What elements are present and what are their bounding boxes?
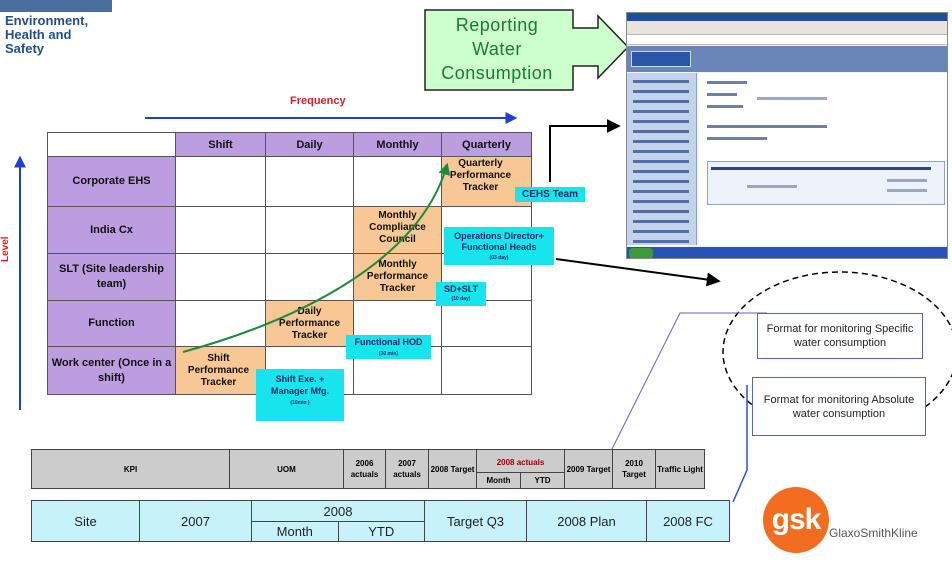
forum-monthly-compliance: Monthly Compliance Council: [353, 206, 442, 254]
forum-monthly-tracker: Monthly Performance Tracker: [353, 253, 442, 301]
forum-shift-tracker: Shift Performance Tracker: [175, 346, 266, 395]
absolute-format-connector: [732, 385, 748, 503]
actuals-month-header: Month: [477, 473, 521, 488]
ops-to-formats-connector: [555, 258, 721, 287]
tracker-to-screenshot-connector: [549, 119, 621, 182]
team-badge-duration: (10 day): [451, 296, 471, 302]
reporting-callout-line: Water: [472, 39, 522, 59]
specific-format-connector: [609, 312, 767, 454]
kpi-column-header: KPI: [31, 449, 230, 489]
year-2007-cell: 2007: [139, 500, 252, 542]
year-2008-cell: 2008 Month YTD: [251, 500, 425, 542]
ehs-manager-screenshot: [626, 12, 948, 259]
team-badge-sd-slt: SD+SLT (10 day): [436, 282, 486, 306]
target-2009-header: 2009 Target: [564, 449, 613, 489]
kpi-header-table: KPI UOM 2006 actuals 2007 actuals 2008 T…: [31, 449, 705, 489]
team-badge-shift-exe: Shift Exe. + Manager Mfg. (10min ): [256, 369, 344, 421]
forum-daily-tracker: Daily Performance Tracker: [265, 300, 354, 347]
gsk-company-name: GlaxoSmithKline: [829, 526, 918, 540]
matrix-cell: [441, 300, 532, 347]
absolute-format-label: Format for monitoring Absolute water con…: [763, 393, 915, 420]
team-badge-duration: (10min ): [290, 400, 310, 406]
ehs-logo: Environment, Health and Safety: [5, 14, 88, 56]
target-2008-header: 2008 Target: [428, 449, 477, 489]
matrix-cell: [175, 206, 266, 254]
matrix-cell: [265, 156, 354, 207]
reporting-callout-line: Consumption: [441, 63, 553, 83]
site-cell: Site: [31, 500, 140, 542]
actuals-2008-header: 2008 actuals Month YTD: [476, 449, 565, 489]
matrix-cell: [441, 346, 532, 395]
forum-quarterly-tracker: Quarterly Performance Tracker: [441, 156, 532, 207]
actuals-2007-header: 2007 actuals: [385, 449, 429, 489]
matrix-cell: [175, 156, 266, 207]
team-badge-title: SD+SLT: [443, 284, 479, 294]
year-2008-label: 2008: [252, 502, 424, 522]
team-badge-title: Functional HOD: [354, 337, 423, 347]
ehs-logo-line: Safety: [5, 41, 45, 56]
plan-2008-cell: 2008 Plan: [526, 500, 647, 542]
column-header: Monthly: [353, 132, 442, 157]
team-badge-operations: Operations Director+ Functional Heads (0…: [444, 227, 554, 265]
actuals-2006-header: 2006 actuals: [343, 449, 386, 489]
absolute-consumption-format-box: Format for monitoring Absolute water con…: [752, 377, 926, 436]
level-axis-label: Level: [0, 236, 11, 262]
target-q3-cell: Target Q3: [424, 500, 527, 542]
year-2008-split: Month YTD: [252, 521, 424, 541]
actuals-2008-label: 2008 actuals: [496, 458, 545, 467]
frequency-axis-label: Frequency: [290, 95, 346, 107]
ehs-logo-line: Environment,: [5, 13, 89, 28]
uom-column-header: UOM: [229, 449, 344, 489]
row-header: India Cx: [47, 206, 176, 254]
gsk-logo: gsk: [763, 487, 829, 553]
matrix-cell: [265, 206, 354, 254]
reporting-callout-label: Reporting Water Consumption: [423, 8, 571, 90]
specific-consumption-format-box: Format for monitoring Specific water con…: [757, 313, 923, 359]
matrix-cell: [175, 253, 266, 301]
reporting-callout-line: Reporting: [455, 15, 539, 35]
fc-2008-cell: 2008 FC: [646, 500, 730, 542]
team-badge-cehs: CEHS Team: [515, 187, 585, 202]
team-badge-functional-hod: Functional HOD (30 min): [346, 335, 431, 359]
row-header: Work center (Once in a shift): [47, 346, 176, 395]
reporting-callout-arrow: [424, 9, 630, 91]
team-badge-duration: (03 day): [489, 255, 509, 261]
specific-format-label: Format for monitoring Specific water con…: [766, 323, 914, 349]
row-header: Function: [47, 300, 176, 347]
matrix-cell: [175, 300, 266, 347]
matrix-cell: [265, 253, 354, 301]
traffic-light-header: Traffic Light: [655, 449, 705, 489]
column-header: Quarterly: [441, 132, 532, 157]
matrix-corner: [47, 132, 176, 157]
row-header: SLT (Site leadership team): [47, 253, 176, 301]
team-badge-duration: (30 min): [378, 351, 399, 357]
ehs-logo-line: Health and: [5, 27, 72, 42]
team-badge-title: Shift Exe. + Manager Mfg.: [270, 374, 329, 396]
ehs-logo-mark: [0, 0, 112, 12]
team-badge-title: Operations Director+ Functional Heads: [454, 231, 544, 252]
site-month-cell: Month: [252, 521, 339, 541]
actuals-ytd-header: YTD: [534, 476, 551, 485]
actuals-2008-split: Month YTD: [477, 472, 564, 488]
team-badge-title: CEHS Team: [522, 189, 578, 200]
column-header: Daily: [265, 132, 354, 157]
row-header: Corporate EHS: [47, 156, 176, 207]
site-format-table: Site 2007 2008 Month YTD Target Q3 2008 …: [31, 500, 730, 542]
site-ytd-cell: YTD: [368, 523, 395, 539]
column-header: Shift: [175, 132, 266, 157]
matrix-cell: [353, 156, 442, 207]
target-2010-header: 2010 Target: [612, 449, 656, 489]
